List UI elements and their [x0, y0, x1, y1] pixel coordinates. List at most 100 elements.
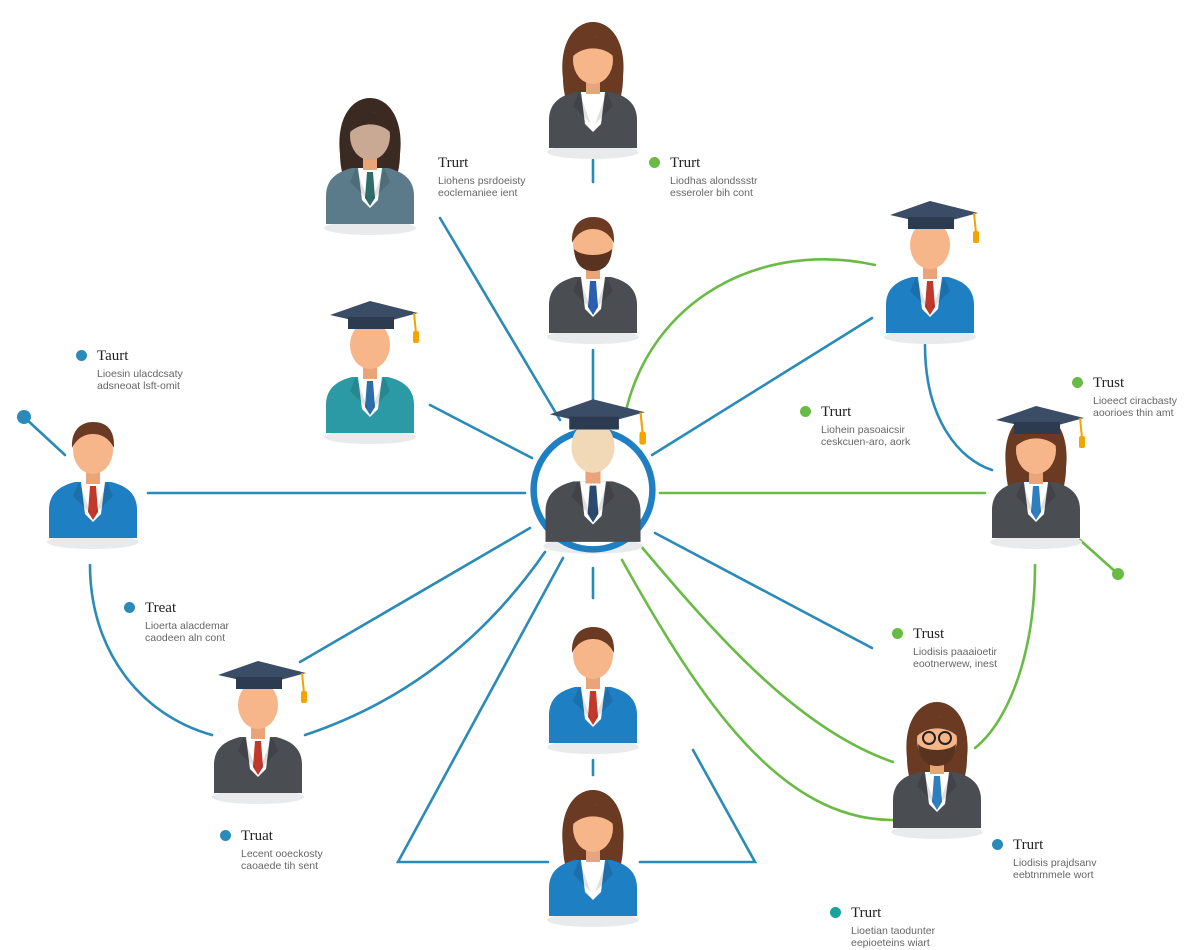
connection-line: [638, 748, 758, 864]
person-upper-right-graduate: [884, 201, 979, 344]
trust-label-3: Taurt Lioesin ulacdcsaty adsneoat lsft-o…: [76, 348, 183, 392]
connection-lines: [17, 158, 1124, 864]
cap-band: [569, 416, 619, 430]
lapel: [910, 277, 928, 309]
trust-dot: [124, 602, 135, 613]
trust-label-title: Trust: [1093, 375, 1125, 391]
tie: [365, 381, 375, 415]
glasses: [938, 731, 952, 745]
hair: [71, 422, 115, 448]
trust-dot: [800, 406, 811, 417]
tie: [1031, 486, 1041, 520]
trust-label-8: Truat Lecent ooeckosty caoaede tih sent: [220, 828, 323, 872]
tassel: [413, 312, 417, 334]
trust-label-line1: Lioetian taodunter: [851, 925, 936, 938]
tie: [588, 281, 598, 315]
trust-label-title: Trurt: [670, 155, 701, 171]
trust-label-line1: Lioeect ciracbasty: [1093, 395, 1178, 408]
lapel: [595, 277, 613, 309]
trust-label-line1: Lioesin ulacdcsaty: [97, 368, 183, 381]
lapel: [573, 277, 591, 309]
trust-label-line2: caodeen aln cont: [145, 632, 225, 645]
connection-line: [438, 216, 562, 422]
lapel: [95, 482, 113, 514]
person-lower-center: [547, 627, 639, 754]
trust-label-line2: eebtnmmele wort: [1013, 869, 1094, 882]
tassel-end: [301, 691, 307, 703]
neck: [86, 472, 100, 484]
lapel: [238, 737, 256, 769]
trust-label-10: Trurt Lioetian taodunter eepioeteins wia…: [830, 905, 935, 949]
trust-label-line2: esseroler bih cont: [670, 187, 753, 200]
person-top-woman: [547, 22, 639, 159]
trust-dot: [992, 839, 1003, 850]
person-top-left-woman: [324, 98, 416, 235]
lapel: [573, 860, 591, 892]
lapel: [595, 92, 613, 124]
lapel: [595, 687, 613, 719]
tie: [932, 776, 942, 810]
tie: [253, 741, 263, 775]
neck: [586, 677, 600, 689]
hair-fringe: [573, 803, 613, 824]
trust-label-line2: caoaede tih sent: [241, 860, 319, 873]
trust-dot: [830, 907, 841, 918]
tie: [587, 485, 599, 523]
connection-line: [653, 531, 874, 650]
neck: [923, 267, 937, 279]
tassel: [639, 412, 644, 434]
trust-label-line2: adsneoat lsft-omit: [97, 380, 180, 393]
person-left: [47, 422, 139, 549]
trust-label-title: Taurt: [97, 348, 129, 364]
lapel: [932, 277, 950, 309]
lapel: [917, 772, 935, 804]
avatar-shadow: [324, 221, 416, 235]
trust-dot: [649, 157, 660, 168]
lapel: [1038, 482, 1056, 514]
hair: [571, 627, 615, 653]
person-right-woman-graduate: [990, 406, 1085, 549]
tassel-end: [1079, 436, 1085, 448]
avatar-shadow: [547, 145, 639, 159]
connection-line: [298, 526, 532, 664]
lapel: [73, 482, 91, 514]
person-lower-left-graduate: [212, 661, 307, 804]
lapel: [573, 687, 591, 719]
tassel: [1079, 417, 1083, 439]
endpoint-dot: [17, 410, 31, 424]
hair: [571, 217, 615, 243]
lapel: [350, 168, 368, 200]
trust-label-title: Trurt: [851, 905, 882, 921]
connection-line: [395, 556, 565, 864]
trust-label-line2: eepioeteins wiart: [851, 937, 930, 950]
trust-label-4: Trust Lioeect ciracbasty aoorioes thin a…: [1072, 375, 1177, 419]
trust-label-line1: Liodisis prajdsanv: [1013, 857, 1097, 870]
trust-label-line1: Lioerta alacdemar: [145, 620, 230, 633]
trust-label-6: Treat Lioerta alacdemar caodeen aln cont: [124, 600, 229, 644]
person-bottom-woman: [547, 790, 639, 927]
avatar-shadow: [324, 430, 416, 444]
tie: [588, 96, 598, 130]
connection-line: [623, 258, 877, 417]
neck: [363, 158, 377, 170]
hair-fringe: [350, 111, 390, 132]
trust-label-title: Trurt: [821, 404, 852, 420]
person-center-graduate: [530, 399, 656, 554]
avatar-shadow: [547, 740, 639, 754]
lapel: [372, 168, 390, 200]
avatar-shadow: [547, 913, 639, 927]
connection-line: [428, 403, 534, 460]
lapel: [350, 377, 368, 409]
lapel: [1016, 482, 1034, 514]
trust-label-9: Trurt Liodisis prajdsanv eebtnmmele wort: [992, 837, 1096, 881]
trust-label-7: Trust Liodisis paaaioetir eootnerwew, in…: [892, 626, 997, 670]
connection-line: [303, 550, 547, 737]
cap-band: [236, 677, 282, 689]
lapel: [939, 772, 957, 804]
connection-line: [620, 558, 895, 822]
lapel: [372, 377, 390, 409]
tie: [925, 281, 935, 315]
trust-label-line2: aoorioes thin amt: [1093, 407, 1174, 420]
avatar-shadow: [884, 330, 976, 344]
head: [238, 681, 278, 729]
